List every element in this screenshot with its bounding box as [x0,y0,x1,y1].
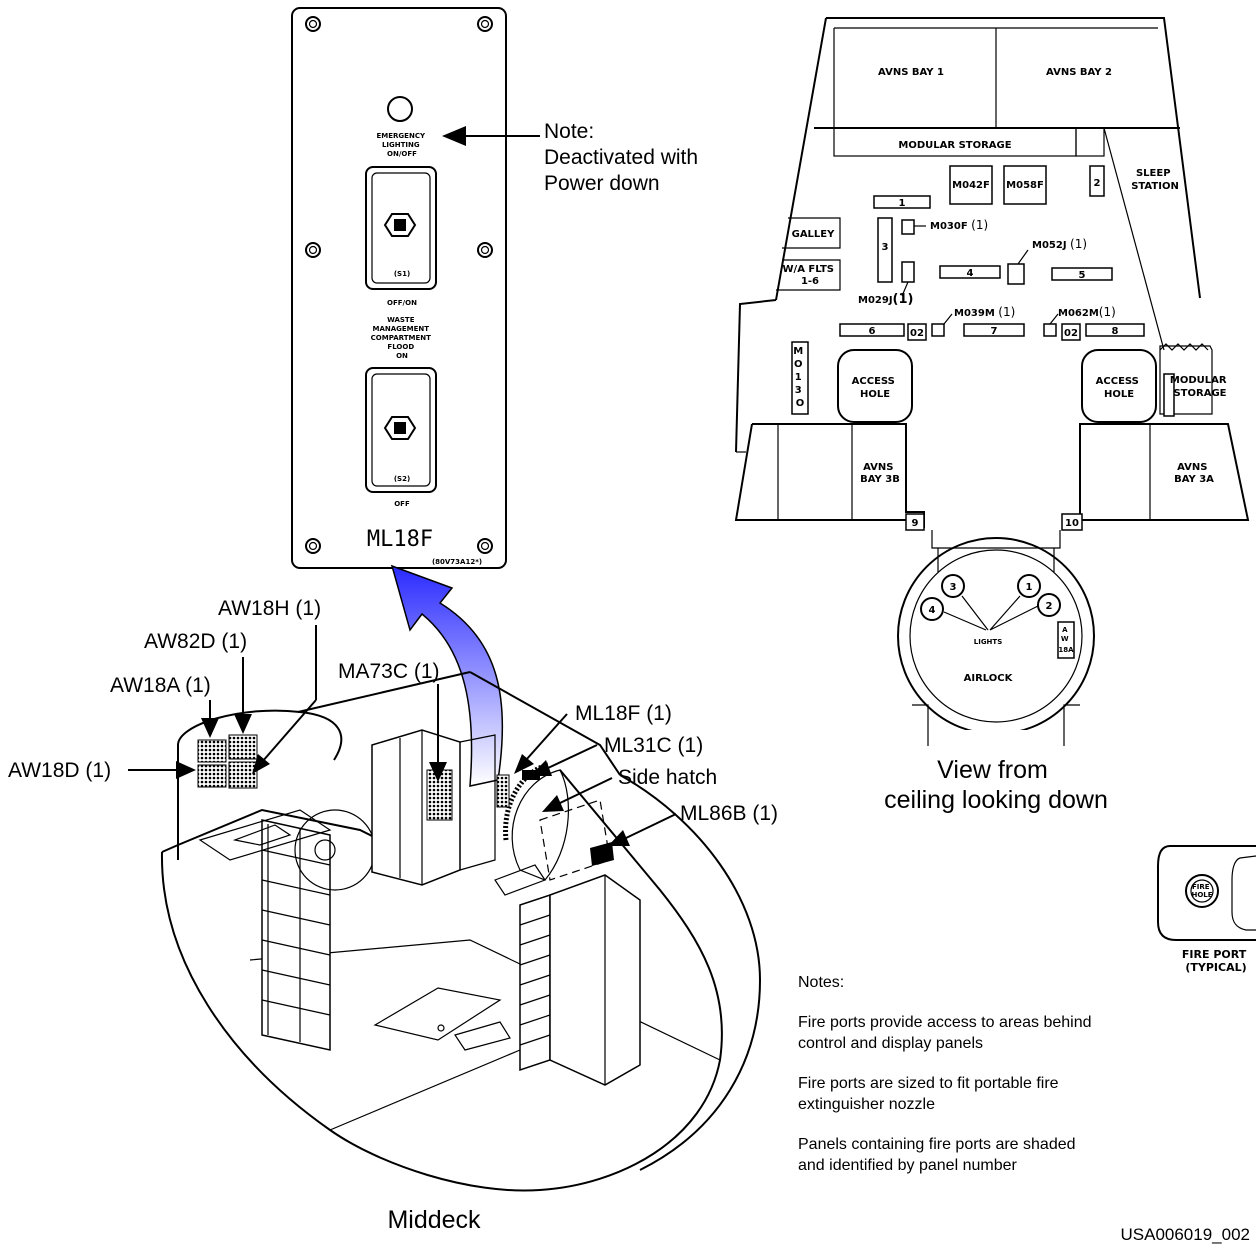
avns-bay-3a: AVNS BAY 3A [1174,462,1214,485]
avns-bay-2: AVNS BAY 2 [1046,67,1112,78]
ceiling-plan: AVNS BAY 1 AVNS BAY 2 MODULAR STORAGE SL… [734,17,1250,760]
blue-curved-arrow-icon [390,564,504,787]
deactivated-note-pointer [442,126,540,146]
m042f-label: M042F [952,180,990,191]
ml18f-fire-port-panel [496,774,510,808]
svg-text:8: 8 [1112,326,1119,337]
m062m-label: M062M(1) [1058,305,1116,319]
fire-hole-icon [1185,874,1219,908]
svg-text:6: 6 [869,326,876,337]
ml18f-label: ML18F (1) [575,702,672,725]
aw18h-label: AW18H (1) [218,597,321,620]
access-hole-right: ACCESS HOLE [1096,376,1143,400]
svg-text:2: 2 [1094,178,1101,189]
fire-port-typical: FIRE HOLE [1157,845,1256,941]
side-hatch [494,762,614,896]
aw18a-label: AW18A (1) [110,674,211,697]
svg-text:5: 5 [1079,270,1086,281]
svg-text:2: 2 [1046,601,1053,612]
m052j-label: M052J (1) [1032,237,1087,251]
galley: GALLEY [792,229,836,240]
ml31c-label: ML31C (1) [604,734,703,757]
aw18d-label: AW18D (1) [8,759,111,782]
svg-text:10: 10 [1065,518,1079,529]
emergency-lighting-label: EMERGENCY LIGHTING ON/OFF [377,132,428,158]
m030f-label: M030F (1) [930,218,988,232]
o2-left: 02 [910,328,924,339]
lights-label: LIGHTS [974,638,1003,646]
avns-bay-1: AVNS BAY 1 [878,67,944,78]
panel-screws [305,16,493,554]
panel-title: ML18F [367,527,433,552]
aw82d-label: AW82D (1) [144,630,247,653]
access-hole-left: ACCESS HOLE [852,376,899,400]
aft-lockers [519,874,641,1086]
s1-label: (S1) [394,270,410,278]
ml18f-panel: EMERGENCY LIGHTING ON/OFF (S1) OFF/ON WA… [291,7,507,569]
svg-text:1: 1 [899,198,906,209]
s2-label: (S2) [394,475,410,483]
m039m-label: M039M (1) [954,305,1015,319]
floor-hatch [373,987,502,1041]
switch-s2-guard [365,367,437,493]
side-hatch-label: Side hatch [618,766,717,789]
mo130-label: M O 1 3 O [793,346,806,409]
svg-text:4: 4 [967,268,974,279]
middeck-drawing [160,671,762,1192]
modular-storage-top: MODULAR STORAGE [898,140,1011,151]
svg-text:4: 4 [929,605,936,616]
wa-flts: W/A FLTS 1-6 [783,264,838,287]
m029j-label: M029J(1) [858,292,913,307]
panel-code: (80V73A12*) [432,558,482,566]
m058f-label: M058F [1006,180,1044,191]
ceiling-caption: View from ceiling looking down [884,756,1108,814]
airlock-lights: 1 2 3 4 [920,574,1061,631]
middeck-title: Middeck [387,1206,481,1234]
svg-text:7: 7 [991,326,998,337]
note-1: Fire ports provide access to areas behin… [798,1014,1096,1052]
waste-management-label: WASTE MANAGEMENT COMPARTMENT FLOOD ON [371,316,434,360]
svg-text:3: 3 [882,242,889,253]
o2-right: 02 [1064,328,1078,339]
svg-text:1: 1 [1026,582,1033,593]
ml86b-label: ML86B (1) [680,802,778,825]
svg-text:9: 9 [912,518,919,529]
off-label: OFF [394,500,410,508]
indicator-light [387,96,413,122]
deactivated-note: Note: Deactivated with Power down [544,120,704,195]
aw-fire-port-cluster [197,734,258,789]
modular-storage-right: MODULAR STORAGE [1170,375,1230,399]
aw18a-ceiling: A W 18A [1058,626,1074,654]
off-on-label: OFF/ON [387,299,417,307]
forward-lockers [261,819,331,1051]
middeck-callouts [128,625,677,846]
airlock-label: AIRLOCK [964,673,1014,684]
switch-s1-guard [365,166,437,290]
switch-s1-icon[interactable] [383,213,417,237]
figure-id: USA006019_002 [1120,1225,1250,1244]
switch-s2-icon[interactable] [383,416,417,440]
note-3: Panels containing fire ports are shaded … [798,1136,1080,1174]
fire-port-label: FIRE PORT (TYPICAL) [1182,948,1250,974]
sleep-station: SLEEP STATION [1131,168,1179,192]
note-2: Fire ports are sized to fit portable fir… [798,1075,1063,1113]
svg-text:3: 3 [950,582,957,593]
avns-bay-3b: AVNS BAY 3B [860,462,900,485]
ma73c-label: MA73C (1) [338,660,440,683]
notes-heading: Notes: [798,974,844,991]
ml86b-fire-port-panel [590,842,614,866]
svg-text:FIRE HOLE: FIRE HOLE [1191,883,1212,899]
